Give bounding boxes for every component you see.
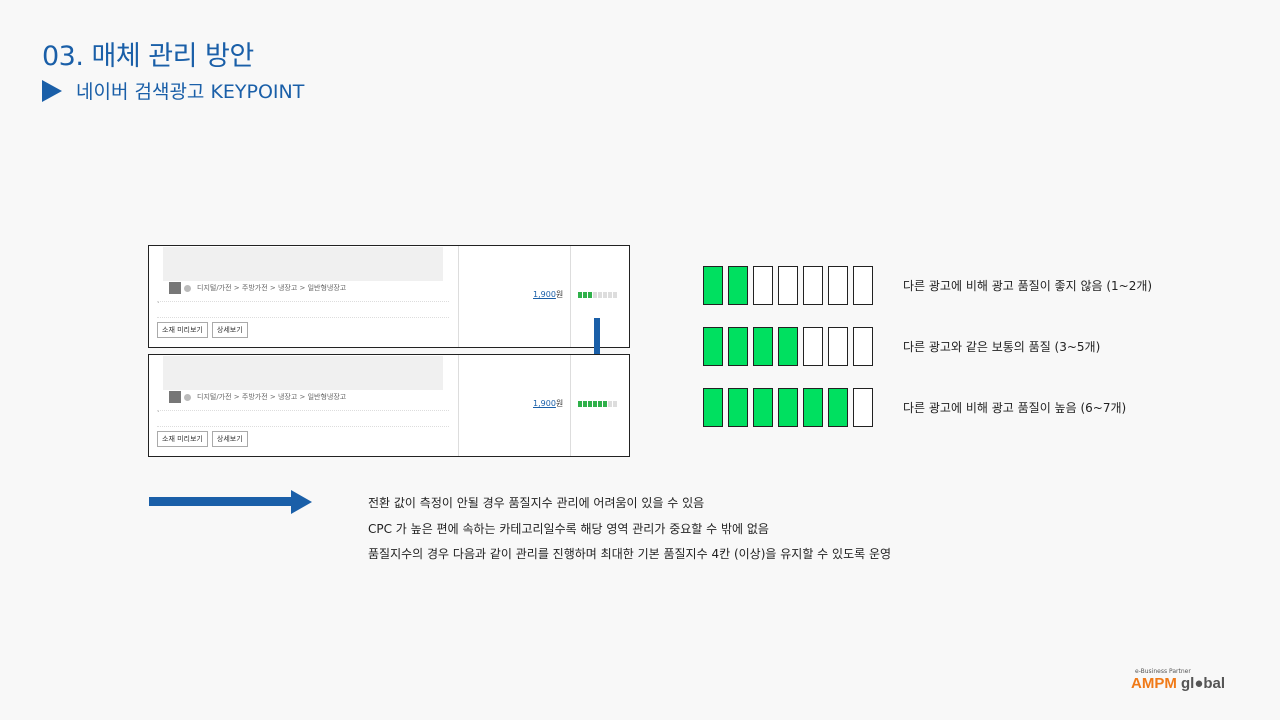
divider — [157, 317, 449, 318]
preview-creative-button[interactable]: 소재 미리보기 — [157, 431, 208, 447]
quality-scale-label: 다른 광고에 비해 광고 품질이 좋지 않음 (1~2개) — [903, 279, 1153, 293]
quality-cell — [803, 266, 823, 305]
quality-cell — [828, 327, 848, 366]
quality-meter-segment — [598, 292, 602, 298]
quality-cell — [703, 327, 723, 366]
breadcrumb-text: 디지털/가전 > 주방가전 > 냉장고 > 일반형냉장고 — [197, 393, 347, 401]
detail-button[interactable]: 상세보기 — [211, 322, 248, 338]
price-value[interactable]: 1,900 — [533, 290, 556, 299]
quality-meter-segment — [583, 292, 587, 298]
column-divider — [458, 355, 459, 456]
quality-meter-segment — [608, 292, 612, 298]
quality-cell — [753, 266, 773, 305]
quality-meter-segment — [608, 401, 612, 407]
quality-meter-segment — [593, 401, 597, 407]
quality-scale-row — [703, 327, 873, 366]
quality-cell — [753, 388, 773, 427]
quality-meter-segment — [588, 292, 592, 298]
logo-brand: AMPM gl●bal — [1131, 675, 1225, 692]
quality-cell — [728, 388, 748, 427]
breadcrumb: 디지털/가전 > 주방가전 > 냉장고 > 일반형냉장고 — [169, 282, 346, 294]
quality-meter-before — [578, 292, 617, 298]
price-unit: 원 — [555, 399, 564, 408]
quality-meter-segment — [613, 292, 617, 298]
quality-cell — [853, 388, 873, 427]
bullet: · — [157, 298, 160, 307]
quality-meter-segment — [578, 292, 582, 298]
divider — [157, 301, 449, 302]
quality-cell — [803, 388, 823, 427]
quality-cell — [703, 388, 723, 427]
document-icon — [169, 391, 181, 403]
logo-brand-a: AMPM — [1131, 675, 1177, 692]
preview-creative-button[interactable]: 소재 미리보기 — [157, 322, 208, 338]
ad-title-placeholder — [163, 247, 443, 281]
document-icon — [169, 282, 181, 294]
quality-meter-segment — [598, 401, 602, 407]
quality-meter-segment — [603, 292, 607, 298]
company-logo: e-Business Partner AMPM gl●bal — [1131, 668, 1225, 692]
quality-cell — [728, 266, 748, 305]
quality-cell — [853, 327, 873, 366]
quality-scale-row — [703, 388, 873, 427]
button-group: 소재 미리보기 상세보기 — [157, 431, 248, 447]
price-value[interactable]: 1,900 — [533, 399, 556, 408]
button-group: 소재 미리보기 상세보기 — [157, 322, 248, 338]
quality-scale-row — [703, 266, 873, 305]
quality-cell — [728, 327, 748, 366]
quality-cell — [753, 327, 773, 366]
bullet: · — [157, 407, 160, 416]
quality-cell — [828, 266, 848, 305]
note-item: CPC 가 높은 편에 속하는 카테고리일수록 해당 영역 관리가 중요할 수 … — [368, 521, 769, 536]
quality-scale-label: 다른 광고에 비해 광고 품질이 높음 (6~7개) — [903, 401, 1127, 415]
quality-meter-segment — [593, 292, 597, 298]
column-divider — [570, 246, 571, 347]
logo-tagline: e-Business Partner — [1135, 668, 1191, 675]
divider — [157, 426, 449, 427]
quality-meter-segment — [613, 401, 617, 407]
quality-meter-segment — [588, 401, 592, 407]
column-divider — [570, 355, 571, 456]
quality-meter-after — [578, 401, 617, 407]
notes-list: 전환 값이 측정이 안될 경우 품질지수 관리에 어려움이 있을 수 있음 CP… — [368, 491, 891, 568]
quality-cell — [853, 266, 873, 305]
ad-preview-after: 디지털/가전 > 주방가전 > 냉장고 > 일반형냉장고 · 소재 미리보기 상… — [148, 354, 630, 457]
quality-meter-segment — [578, 401, 582, 407]
column-divider — [458, 246, 459, 347]
quality-meter-segment — [603, 401, 607, 407]
quality-cell — [778, 388, 798, 427]
breadcrumb-text: 디지털/가전 > 주방가전 > 냉장고 > 일반형냉장고 — [197, 284, 347, 292]
quality-meter-segment — [583, 401, 587, 407]
divider — [157, 410, 449, 411]
circle-icon — [184, 284, 191, 292]
ad-preview-before: 디지털/가전 > 주방가전 > 냉장고 > 일반형냉장고 · 소재 미리보기 상… — [148, 245, 630, 348]
quality-cell — [778, 327, 798, 366]
right-arrow-icon — [149, 490, 312, 514]
section-subtitle: 네이버 검색광고 KEYPOINT — [42, 77, 304, 104]
quality-scale-label: 다른 광고와 같은 보통의 품질 (3~5개) — [903, 340, 1101, 354]
detail-button[interactable]: 상세보기 — [211, 431, 248, 447]
bid-price[interactable]: 1,900원 — [533, 289, 563, 300]
note-item: 품질지수의 경우 다음과 같이 관리를 진행하며 최대한 기본 품질지수 4칸 … — [368, 547, 892, 561]
circle-icon — [184, 393, 191, 401]
triangle-bullet-icon — [42, 79, 62, 102]
breadcrumb: 디지털/가전 > 주방가전 > 냉장고 > 일반형냉장고 — [169, 391, 346, 403]
page-title: 03. 매체 관리 방안 — [42, 41, 254, 72]
quality-cell — [778, 266, 798, 305]
logo-brand-b: gl●bal — [1176, 675, 1226, 692]
subtitle-text: 네이버 검색광고 KEYPOINT — [76, 81, 305, 103]
quality-cell — [828, 388, 848, 427]
bid-price[interactable]: 1,900원 — [533, 398, 563, 409]
quality-cell — [703, 266, 723, 305]
quality-cell — [803, 327, 823, 366]
ad-title-placeholder — [163, 356, 443, 390]
note-item: 전환 값이 측정이 안될 경우 품질지수 관리에 어려움이 있을 수 있음 — [368, 496, 705, 510]
price-unit: 원 — [555, 290, 564, 299]
